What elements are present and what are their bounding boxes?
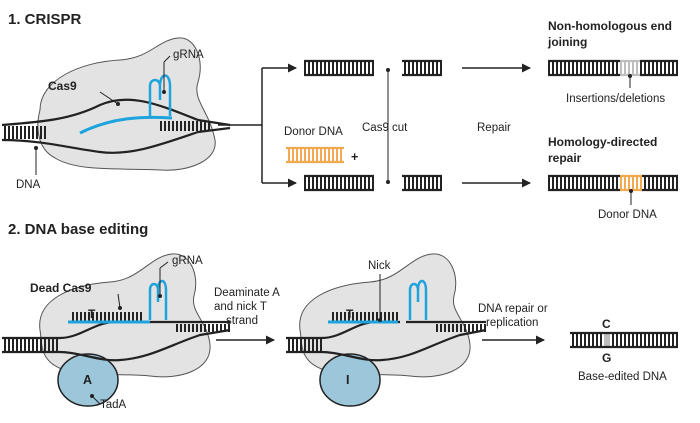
base-editing-title: 2. DNA base editing (8, 221, 148, 238)
step2-label-line2: replication (486, 317, 538, 329)
branch-arrow (218, 63, 297, 188)
tada-label: TadA (100, 399, 127, 411)
step1-label-line1: Deaminate A (214, 287, 280, 299)
dna-duplex-edit-left (2, 312, 231, 362)
base-edited-dna (570, 331, 678, 349)
dna-duplex (1, 98, 231, 154)
cas9-protein (37, 37, 216, 171)
repair-label: Repair (477, 122, 511, 134)
grna-strand-edit-left (68, 279, 168, 324)
base-g-label: G (602, 351, 611, 365)
base-c-label: C (602, 317, 611, 331)
crispr-title: 1. CRISPR (8, 11, 82, 28)
cut-dna-bottom (304, 174, 442, 192)
indels-label: Insertions/deletions (566, 93, 665, 105)
grna-strand (79, 74, 173, 135)
nhej-title-line2: joining (547, 35, 587, 49)
base-i-label: I (346, 373, 349, 387)
nhej-title-line1: Non-homologous end (548, 19, 672, 33)
base-edited-dna-label: Base-edited DNA (578, 371, 667, 383)
plus-sign: + (351, 150, 358, 164)
grna-label: gRNA (173, 49, 204, 61)
hdr-title-line1: Homology-directed (548, 135, 657, 149)
grna-label-edit: gRNA (172, 255, 203, 267)
donor-dna-result-label: Donor DNA (598, 209, 657, 221)
hdr-title-line2: repair (548, 151, 582, 165)
dna-label: DNA (16, 179, 41, 191)
cas9-label: Cas9 (48, 79, 77, 93)
step1-label-line3: strand (226, 315, 258, 327)
tada-enzyme-1 (57, 353, 119, 407)
base-a-label: A (83, 373, 92, 387)
donor-dna (286, 146, 344, 164)
tada-enzyme-2 (319, 353, 381, 407)
hdr-result-dna (548, 174, 678, 192)
step2-label-line1: DNA repair or (478, 303, 548, 315)
nhej-result-dna (548, 59, 678, 77)
cut-dna-top (304, 59, 442, 77)
donor-dna-label: Donor DNA (284, 126, 343, 138)
nick-label: Nick (368, 260, 391, 272)
base-t-label-1: T (88, 307, 96, 321)
step1-label-line2: and nick T (214, 301, 267, 313)
cas9-cut-label: Cas9 cut (362, 122, 408, 134)
dead-cas9-label: Dead Cas9 (30, 281, 92, 295)
base-t-label-2: T (346, 307, 354, 321)
grna-strand-edit-middle (328, 279, 428, 324)
